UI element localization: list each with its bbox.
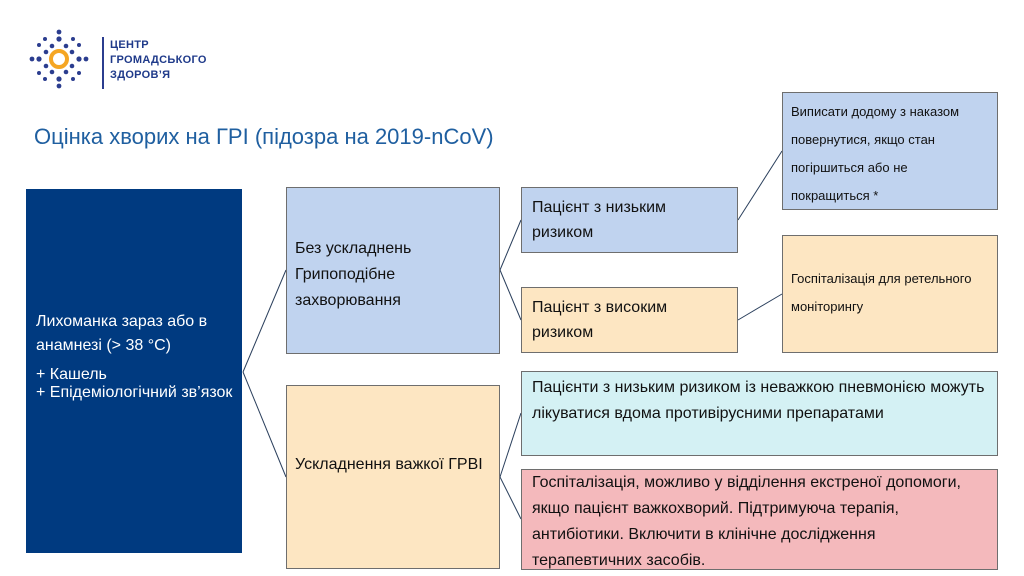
root-criteria: Лихоманка зараз або в анамнезі (> 38 °C) (36, 313, 208, 354)
connector-high-hosp (737, 293, 783, 321)
brand-line-3: ЗДОРОВ’Я (110, 69, 171, 81)
connector-root-severe (242, 371, 287, 478)
root-epi: + Епідеміологічний зв’язок (36, 384, 233, 401)
root-node-fever: Лихоманка зараз або в анамнезі (> 38 °C)… (26, 189, 242, 553)
node-no-complications-line2: Грипоподібне (295, 266, 396, 283)
page-title: Оцінка хворих на ГРІ (підозра на 2019-nC… (34, 124, 494, 149)
root-cough: + Кашель (36, 366, 107, 383)
node-severe: Ускладнення важкої ГРВІ (286, 385, 500, 569)
brand-name: ЦЕНТР ГРОМАДСЬКОГО ЗДОРОВ’Я (110, 38, 207, 83)
connector-severe-emerg (499, 476, 522, 520)
node-no-complications: Без ускладнень Грипоподібне захворювання (286, 187, 500, 354)
logo-divider (102, 37, 104, 89)
brand-line-1: ЦЕНТР (110, 39, 149, 51)
node-low-risk: Пацієнт з низьким ризиком (521, 187, 738, 253)
connector-low-home (737, 150, 783, 221)
connector-nocomp-low (499, 219, 522, 271)
node-high-risk: Пацієнт з високим ризиком (521, 287, 738, 353)
node-mild-pneumonia: Пацієнти з низьким ризиком із неважкою п… (521, 371, 998, 456)
node-no-complications-line3: захворювання (295, 292, 401, 309)
node-no-complications-line1: Без ускладнень (295, 240, 412, 257)
node-hospitalize-monitor: Госпіталізація для ретельного моніторинг… (782, 235, 998, 353)
connector-severe-mild (499, 412, 522, 478)
logo-icon (29, 29, 89, 89)
node-discharge-home: Виписати додому з наказом повернутися, я… (782, 92, 998, 210)
brand-line-2: ГРОМАДСЬКОГО (110, 54, 207, 66)
node-emergency: Госпіталізація, можливо у відділення екс… (521, 469, 998, 570)
connector-root-nocomp (242, 269, 287, 373)
connector-nocomp-high (499, 269, 522, 321)
root-additional: + Кашель + Епідеміологічний зв’язок (36, 366, 236, 402)
